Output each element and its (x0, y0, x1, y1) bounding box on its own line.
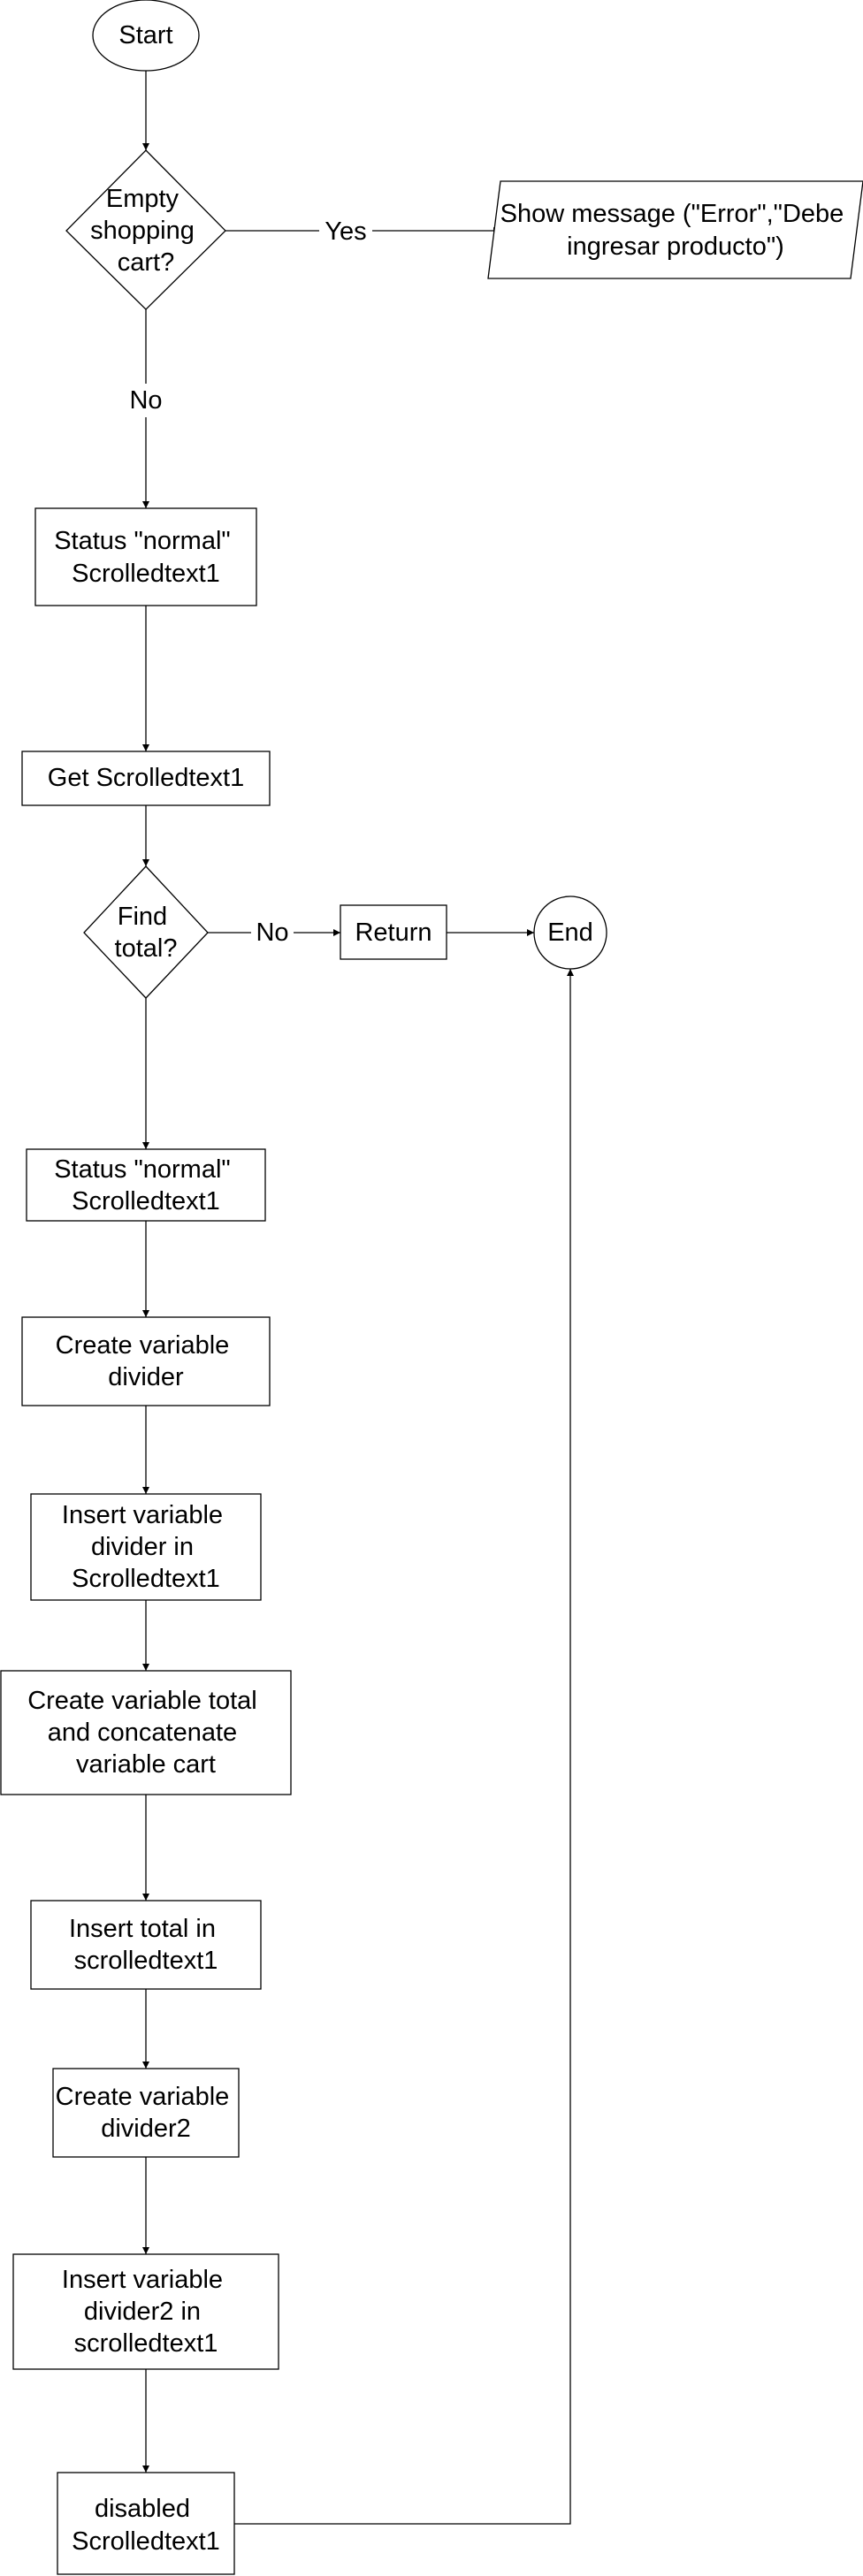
disabled-node: disabled Scrolledtext1 (57, 2472, 235, 2575)
svg-text:Create variable divide: Create variable divider2 (56, 2083, 237, 2143)
svg-text:Status "normal" Scroll: Status "normal" Scrolledtext1 (54, 1155, 238, 1216)
insert-divider2-node: Insert variable divider2 in scrolledtext… (12, 2253, 279, 2370)
edge-label-yes: Yes (325, 217, 366, 246)
insert-divider2-line-1: Insert variable (62, 2266, 223, 2294)
create-divider-line-1: Create variable (56, 1331, 230, 1360)
empty-cart-line-3: cart? (118, 248, 174, 277)
create-total-line-3: variable cart (76, 1750, 216, 1779)
insert-divider-line-2: divider in (91, 1533, 194, 1561)
show-message-line-2: ingresar producto") (567, 232, 784, 261)
svg-text:Empty shopping: Empty shopping cart? (90, 185, 202, 277)
create-divider2-line-1: Create variable (56, 2083, 230, 2111)
end-node: End (533, 896, 607, 970)
disabled-line-2: Scrolledtext1 (72, 2527, 220, 2556)
edge-disabled-to-end (234, 969, 574, 2525)
start-node: Start (92, 0, 200, 72)
status-normal-2-line-2: Scrolledtext1 (72, 1187, 220, 1216)
edge-label-no-find-total: No (256, 918, 288, 947)
status-normal-2-line-1: Status "normal" (54, 1155, 231, 1184)
create-total-line-1: Create variable total (27, 1687, 257, 1715)
svg-text:Insert variable divide: Insert variable divider in Scrolledtext1 (62, 1501, 230, 1593)
edges (142, 71, 574, 2525)
insert-divider2-line-2: divider2 in (84, 2298, 201, 2326)
create-divider-line-2: divider (108, 1363, 184, 1391)
svg-text:Create variable divide: Create variable divider (56, 1331, 237, 1391)
show-message-line-1: Show message ("Error","Debe (500, 200, 844, 228)
find-total-line-1: Find (118, 903, 167, 931)
svg-text:Insert total in scroll: Insert total in scrolledtext1 (69, 1915, 223, 1975)
create-total-node: Create variable total and concatenate va… (0, 1670, 292, 1795)
svg-text:End: End (547, 918, 593, 947)
svg-text:disabled Scrolledtext1: disabled Scrolledtext1 (72, 2495, 220, 2556)
edge-labels: Yes No No (125, 214, 372, 949)
status-normal-1-line-2: Scrolledtext1 (72, 560, 220, 588)
svg-text:Start: Start (118, 21, 172, 50)
end-label: End (547, 918, 593, 947)
find-total-line-2: total? (115, 934, 178, 963)
empty-cart-line-2: shopping (90, 217, 195, 245)
status-normal-node-2: Status "normal" Scrolledtext1 (26, 1148, 266, 1222)
create-total-line-2: and concatenate (48, 1719, 237, 1747)
insert-total-line-2: scrolledtext1 (74, 1947, 218, 1975)
svg-text:Show message ("Error","Debe: Show message ("Error","Debe ingresar pro… (500, 200, 852, 261)
get-scrolledtext-node: Get Scrolledtext1 (21, 751, 271, 806)
svg-text:Insert variable divide: Insert variable divider2 in scrolledtext… (62, 2266, 230, 2358)
svg-text:Get Scrolledtext1: Get Scrolledtext1 (48, 764, 244, 792)
return-label: Return (355, 918, 432, 947)
svg-text:Return: Return (355, 918, 432, 947)
empty-cart-decision: Empty shopping cart? (65, 149, 226, 310)
create-divider-node: Create variable divider (21, 1316, 271, 1406)
insert-divider-node: Insert variable divider in Scrolledtext1 (30, 1493, 262, 1601)
get-scrolledtext-label: Get Scrolledtext1 (48, 764, 244, 792)
insert-divider-line-1: Insert variable (62, 1501, 223, 1529)
empty-cart-line-1: Empty (106, 185, 179, 213)
edge-label-no-empty-cart: No (129, 386, 162, 415)
disabled-line-1: disabled (95, 2495, 190, 2523)
insert-divider2-line-3: scrolledtext1 (74, 2329, 218, 2358)
insert-divider-line-3: Scrolledtext1 (72, 1565, 220, 1593)
status-normal-node-1: Status "normal" Scrolledtext1 (34, 507, 257, 606)
status-normal-1-line-1: Status "normal" (54, 527, 231, 555)
svg-text:Find total?: Find total? (115, 903, 178, 963)
insert-total-node: Insert total in scrolledtext1 (30, 1900, 262, 1990)
svg-text:Create variable total: Create variable total and concatenate va… (27, 1687, 264, 1779)
create-divider2-node: Create variable divider2 (52, 2068, 240, 2158)
show-message-io: Show message ("Error","Debe ingresar pro… (487, 180, 863, 279)
svg-text:Status "normal" Scroll: Status "normal" Scrolledtext1 (54, 527, 238, 588)
find-total-decision: Find total? (83, 865, 209, 999)
create-divider2-line-2: divider2 (101, 2115, 191, 2143)
return-node: Return (340, 904, 447, 960)
insert-total-line-1: Insert total in (69, 1915, 216, 1943)
start-node-label: Start (118, 21, 172, 50)
